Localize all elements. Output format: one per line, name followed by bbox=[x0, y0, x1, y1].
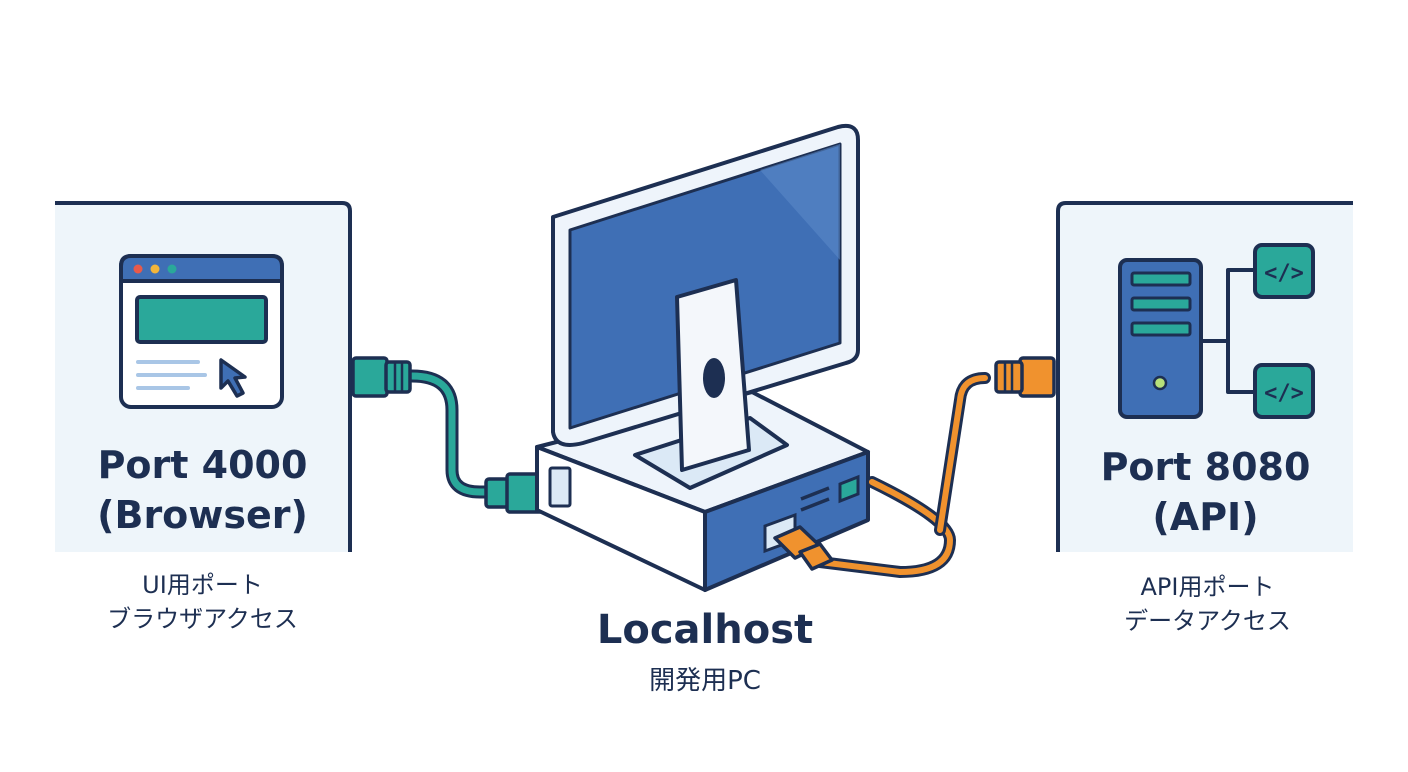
code-badge-top-text: </> bbox=[1264, 261, 1304, 286]
left-port-caption-line1: UI用ポート bbox=[142, 571, 263, 599]
code-badge-bottom bbox=[1253, 363, 1315, 419]
teal-cable bbox=[351, 356, 562, 514]
right-port-title: Port 8080 (API) bbox=[1058, 442, 1353, 542]
code-badge-bottom-text: </> bbox=[1264, 381, 1304, 406]
left-port-title-line2: (Browser) bbox=[97, 493, 308, 537]
server-tower-icon: </> </> bbox=[1118, 243, 1315, 419]
right-port-title-line2: (API) bbox=[1152, 495, 1259, 539]
left-port-title-line1: Port 4000 bbox=[97, 443, 308, 487]
code-badge-top bbox=[1253, 243, 1315, 299]
right-port-title-line1: Port 8080 bbox=[1100, 445, 1311, 489]
center-subtitle: 開発用PC bbox=[649, 666, 761, 696]
teal-plug-right bbox=[484, 477, 510, 509]
orange-cable bbox=[773, 356, 1056, 579]
right-port-caption-line2: データアクセス bbox=[1124, 607, 1291, 635]
left-port-title: Port 4000 (Browser) bbox=[55, 440, 350, 540]
teal-plug-left bbox=[351, 356, 389, 398]
right-port-caption-line1: API用ポート bbox=[1140, 573, 1275, 601]
browser-window-icon bbox=[119, 254, 284, 409]
left-port-caption: UI用ポート ブラウザアクセス bbox=[40, 568, 365, 636]
right-port-caption: API用ポート データアクセス bbox=[1045, 570, 1370, 638]
center-title: Localhost bbox=[596, 607, 814, 653]
cursor-arrow-icon bbox=[219, 358, 247, 398]
left-port-caption-line2: ブラウザアクセス bbox=[107, 605, 298, 633]
desktop-computer-icon bbox=[535, 123, 870, 592]
orange-plug-right bbox=[1018, 356, 1056, 398]
